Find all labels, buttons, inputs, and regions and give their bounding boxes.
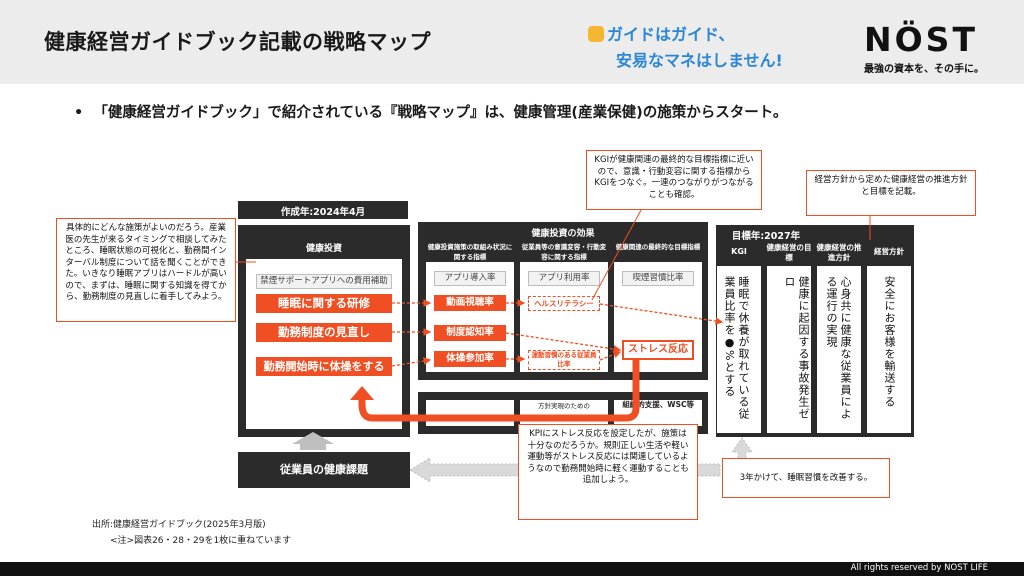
effect-stress-reaction: ストレス反応 — [622, 340, 694, 360]
intro-text: 「健康経営ガイドブック」で紹介されている『戦略マップ』は、健康管理(産業保健)の… — [93, 105, 788, 121]
footer-bar — [0, 562, 1024, 576]
logo-tagline: 最強の資本を、その手に。 — [864, 64, 984, 75]
created-year-label: 作成年:2024年4月 — [280, 207, 366, 218]
callout-three-years: 3年かけて、睡眠習慣を改善する。 — [722, 458, 890, 498]
callout-policy: 経営方針から定めた健康経営の推進方針と目標を記載。 — [806, 170, 976, 216]
effects-col3-head: 健康関連の最終的な目標指標 — [614, 242, 702, 262]
lower-box3: 組織的支援、WSC等 — [614, 400, 702, 426]
source-line2: <注>図表26・28・29を1枚に重ねています — [110, 536, 292, 546]
callout-left: 具体的にどんな施策がよいのだろう。産業医の先生が来るタイミングで相談してみたとこ… — [56, 218, 236, 322]
header-bar — [0, 0, 1024, 84]
measure-morning-exercise: 勤務開始時に体操をする — [256, 357, 392, 376]
effect-exercise-participation: 体操参加率 — [434, 351, 506, 367]
effect-app-usage: アプリ利用率 — [528, 271, 600, 286]
created-year-tag: 作成年:2024年4月 — [238, 201, 408, 219]
thumbs-up-icon — [588, 26, 604, 42]
effects-col2-head: 従業員等の意識変容・行動変容に関する指標 — [520, 242, 608, 262]
promotion-policy-text: 心身共に健康な従業員による運行の実現 — [825, 276, 852, 420]
management-policy-text: 安全にお客様を輸送する — [883, 276, 896, 408]
effect-video-views: 動画視聴率 — [434, 295, 506, 311]
investment-effects-title: 健康投資の効果 — [531, 229, 595, 239]
nost-logo: NÖST — [864, 20, 978, 59]
copyright: All rights reserved by NOST LIFE — [850, 563, 988, 573]
management-policy-head: 経営方針 — [866, 240, 912, 266]
source-line1: 出所:健康経営ガイドブック(2025年3月版) — [92, 520, 266, 530]
callout-kgi: KGIが健康関連の最終的な目標指標に近いので、意識・行動変容に関する指標からKG… — [586, 150, 762, 210]
kgi-col — [716, 240, 762, 434]
health-goal-col — [766, 240, 812, 434]
lower-box1 — [426, 400, 514, 426]
employee-health-issues: 従業員の健康課題 — [238, 452, 410, 488]
health-goal-head: 健康経営の目標 — [766, 240, 812, 266]
slogan: ガイドはガイド、 安易なマネはしません! — [588, 22, 783, 74]
health-goal-text: 健康に起因する事故発生ゼロ — [783, 276, 810, 420]
lower-box2: 方針実現のための — [520, 400, 608, 426]
effect-exercise-habit: 運動習慣のある従業員比率 — [528, 350, 600, 370]
page-title: 健康経営ガイドブック記載の戦略マップ — [44, 30, 431, 54]
management-policy-col — [866, 240, 912, 434]
measure-sleep-training: 睡眠に関する研修 — [256, 294, 392, 313]
investment-gray-item: 禁煙サポートアプリへの費用補助 — [256, 274, 392, 289]
slogan-line2: 安易なマネはしません! — [616, 51, 783, 70]
measure-work-system: 勤務制度の見直し — [256, 323, 392, 342]
effect-smoking-rate: 喫煙習慣比率 — [622, 271, 694, 286]
callout-kpi: KPIにストレス反応を設定したが、施策は十分なのだろうか。規則正しい生活や軽い運… — [518, 424, 698, 520]
kgi-head: KGI — [716, 240, 762, 266]
effects-col1-head: 健康投資施策の取組み状況に関する指標 — [426, 242, 514, 262]
effect-system-awareness: 制度認知率 — [434, 325, 506, 341]
effect-app-install: アプリ導入率 — [434, 271, 506, 286]
kgi-text: 睡眠で休養が取れている従業員比率を●%とする — [723, 276, 750, 420]
target-year-label: 目標年:2027年 — [731, 231, 801, 242]
slogan-line1: ガイドはガイド、 — [607, 25, 735, 44]
effect-health-literacy: ヘルスリテラシー — [528, 296, 600, 311]
promotion-policy-head: 健康経営の推進方針 — [816, 240, 862, 266]
health-investment-title: 健康投資 — [305, 244, 342, 254]
promotion-policy-col — [816, 240, 862, 434]
intro-bullet: • 「健康経営ガイドブック」で紹介されている『戦略マップ』は、健康管理(産業保健… — [74, 105, 788, 121]
